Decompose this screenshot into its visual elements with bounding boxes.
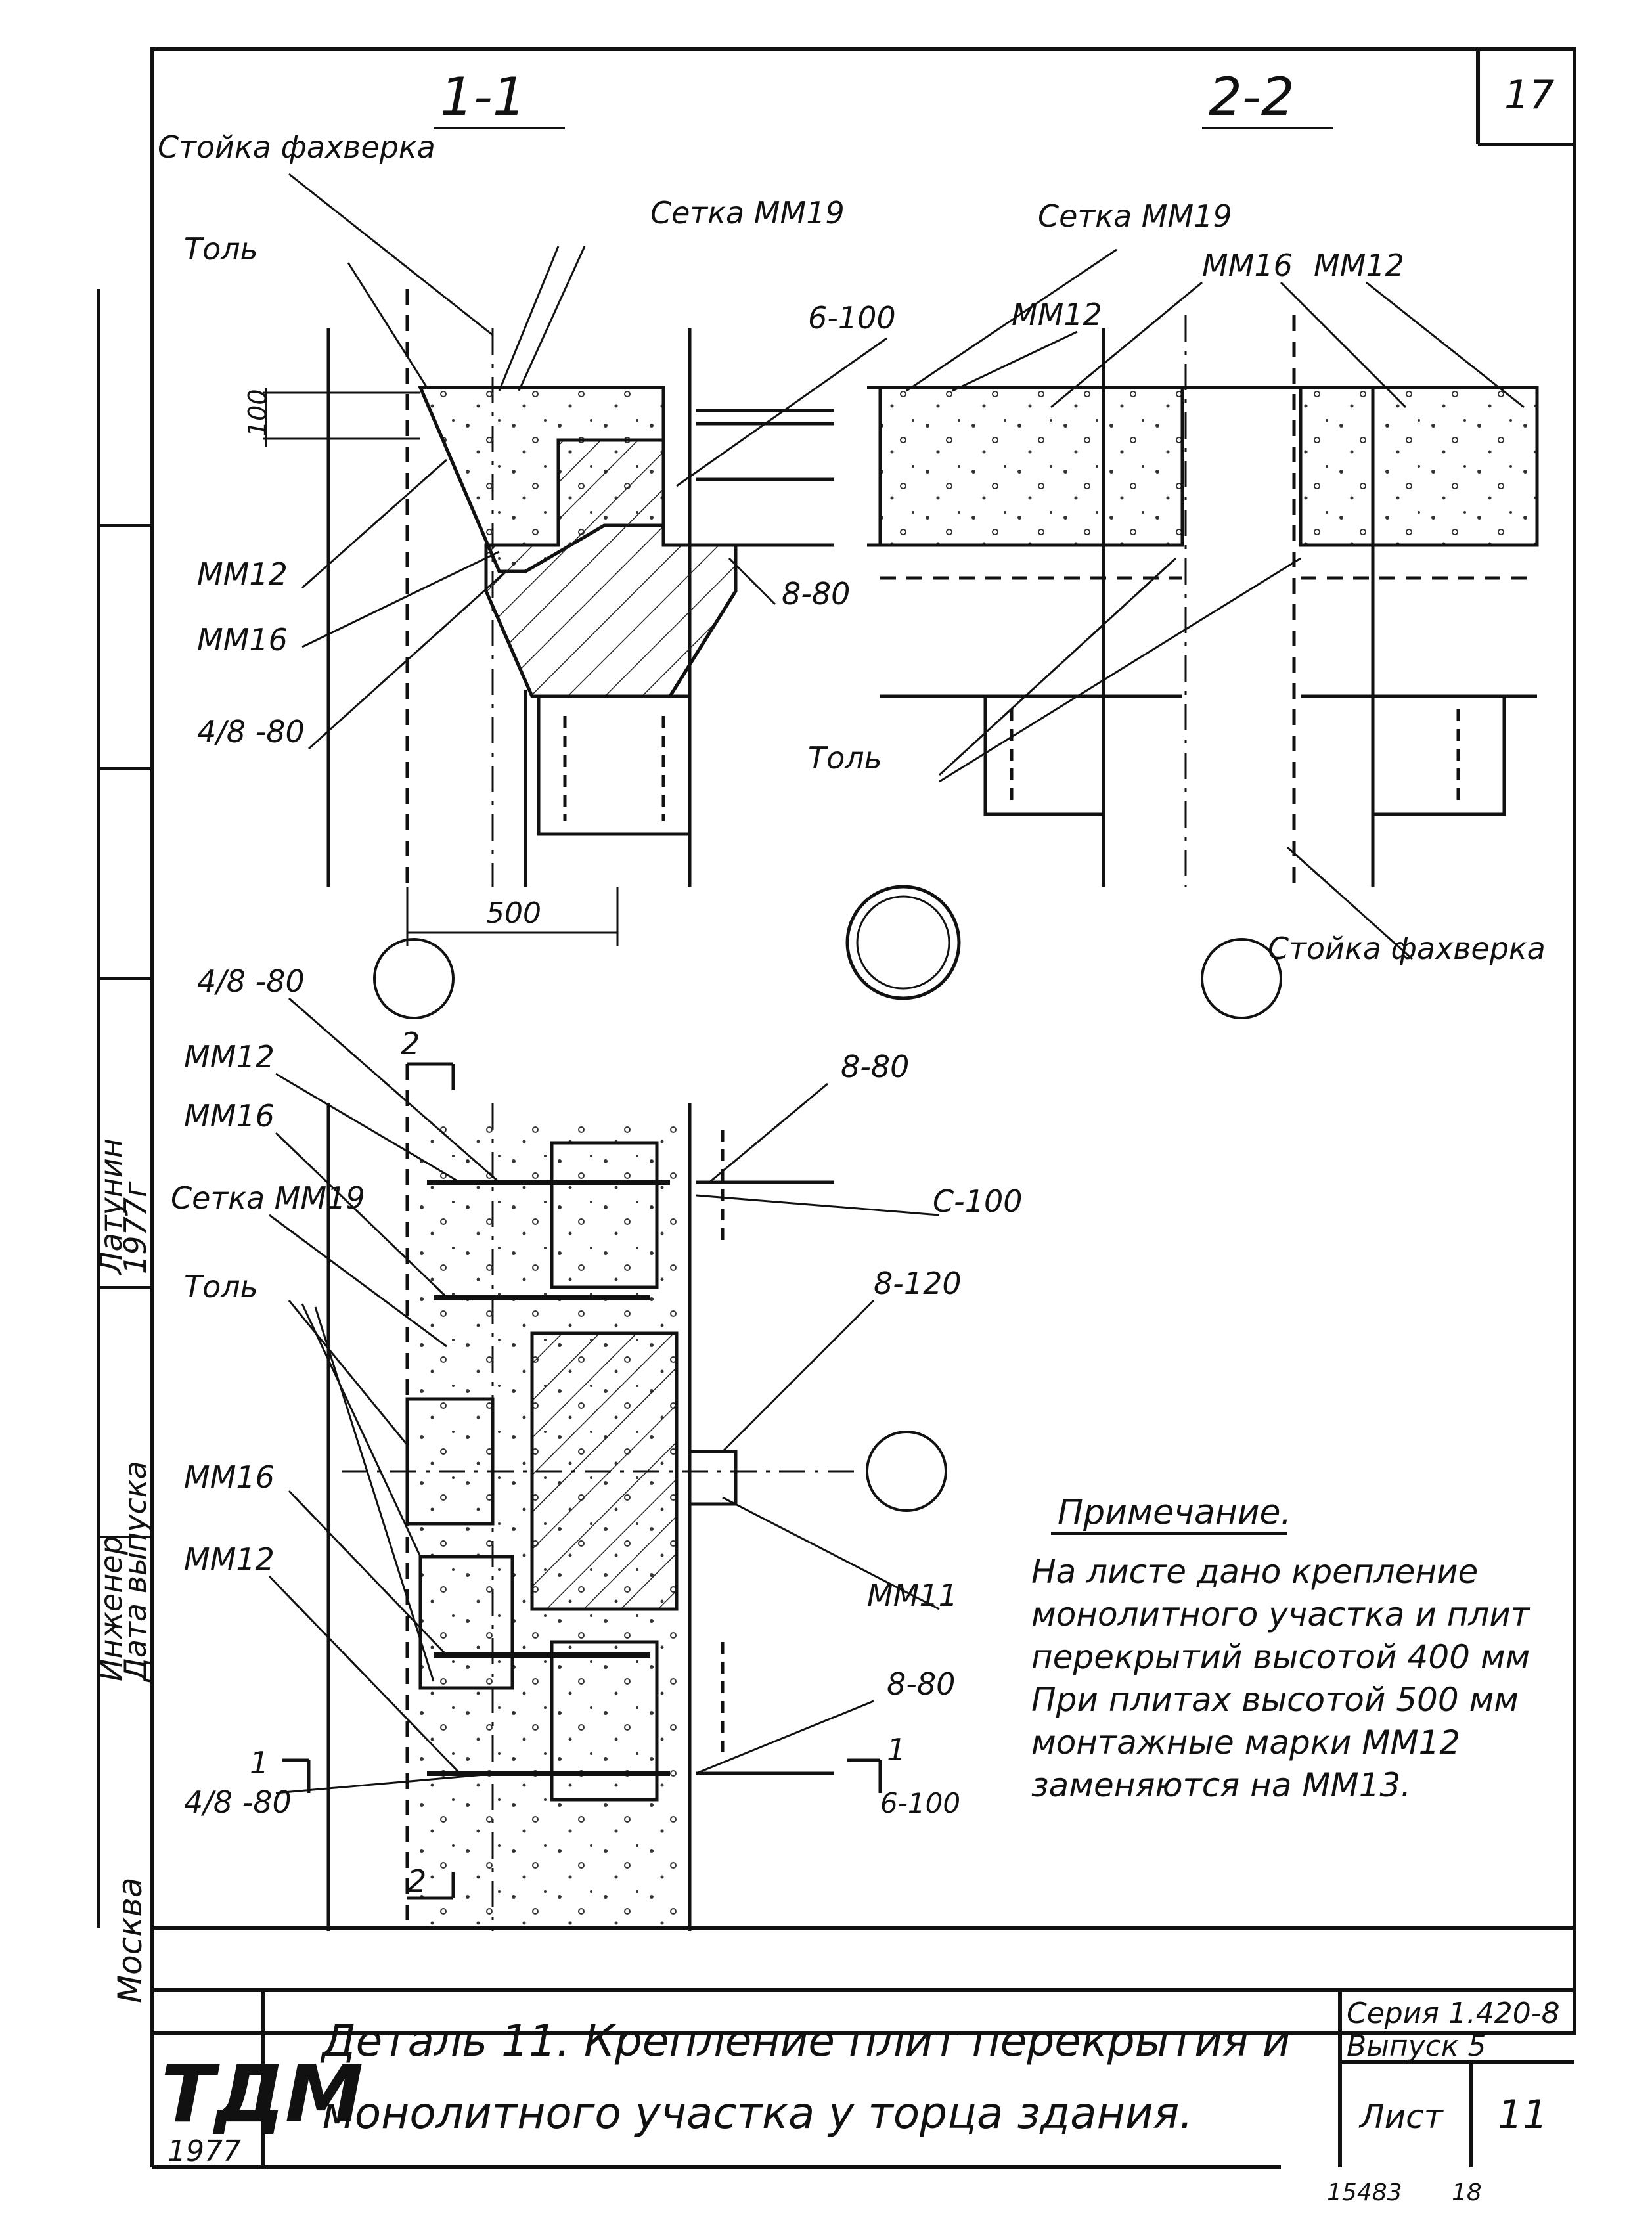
- label-b-8-80-plan1: 8-80: [841, 1049, 909, 1084]
- left-stamp: [97, 289, 152, 1928]
- label-b-6-100-plan: 6-100: [880, 1787, 960, 1819]
- stamp-engineer-role: Инженер: [93, 1536, 129, 1681]
- label-mm16-2: MM16: [1202, 248, 1293, 283]
- label-dim-100: 100: [243, 389, 272, 437]
- label-tol-plan: Толь: [184, 1269, 258, 1304]
- label-mm16-1: MM16: [197, 622, 288, 657]
- label-setka-mm19-2: Сетка MM19: [1038, 198, 1232, 234]
- label-mm12-2: MM12: [1012, 297, 1102, 332]
- label-setka-plan: Сетка MM19: [171, 1180, 365, 1216]
- title-line-2: монолитного участка у торца здания.: [322, 2088, 1193, 2139]
- label-mm11: MM11: [867, 1578, 958, 1613]
- stamp-engineer-name: Латунин: [93, 1138, 129, 1275]
- detail-number-bubble: [845, 885, 961, 1000]
- note-title: Примечание.: [1058, 1493, 1291, 1532]
- plan-view: [268, 997, 940, 1931]
- tdm-logo-year: 1977: [167, 2135, 241, 2168]
- label-tol-2: Толь: [808, 740, 882, 776]
- note-line-5: монтажные марки MM12: [1031, 1723, 1460, 1762]
- title-line-1: Деталь 11. Крепление плит перекрытия и: [320, 2016, 1291, 2066]
- label-b-6-100-top: 6-100: [808, 300, 896, 336]
- tdm-logo: ТДМ: [161, 2049, 363, 2140]
- label-cut-1-left: 1: [250, 1745, 269, 1781]
- label-b-8-120: 8-120: [874, 1266, 962, 1301]
- note-line-2: монолитного участка и плит: [1031, 1595, 1531, 1633]
- sheet-no: 11: [1498, 2092, 1548, 2138]
- label-frac-480-1: 4/8 -80: [197, 714, 305, 749]
- sheet-label: Лист: [1358, 2098, 1444, 2136]
- sheet-frame: [150, 47, 1576, 2169]
- label-frac-480-3: 4/8 -80: [184, 1785, 292, 1820]
- label-b-8-80-plan2: 8-80: [887, 1666, 955, 1702]
- label-c-100: C-100: [933, 1184, 1023, 1219]
- label-cut-2-top: 2: [401, 1026, 420, 1061]
- label-stoika-fakhverka-2: Стойка фахверка: [1268, 931, 1546, 966]
- section-2-2-title: 2-2: [1209, 66, 1295, 127]
- callout-circle-3: [866, 1431, 947, 1512]
- section-1-1-title: 1-1: [440, 66, 526, 127]
- label-mm12-plan2: MM12: [184, 1542, 275, 1577]
- label-mm16-plan2: MM16: [184, 1459, 275, 1495]
- note-line-3: перекрытий высотой 400 мм: [1031, 1638, 1530, 1676]
- footer-code: 15483: [1327, 2179, 1402, 2206]
- label-mm16-plan1: MM16: [184, 1098, 275, 1134]
- issue: Выпуск 5: [1347, 2029, 1486, 2063]
- label-setka-mm19-1: Сетка MM19: [650, 195, 845, 231]
- stamp-date-label: Дата выпуска: [118, 1461, 153, 1683]
- label-frac-480-2: 4/8 -80: [197, 964, 305, 999]
- footer-no: 18: [1452, 2179, 1482, 2206]
- section-2-2: [867, 248, 1539, 960]
- sheet-number-corner: 17: [1504, 72, 1554, 118]
- label-tol-1: Толь: [184, 231, 258, 267]
- label-dim-500: 500: [486, 897, 541, 930]
- note-line-1: На листе дано крепление: [1031, 1553, 1478, 1591]
- note-line-4: При плитах высотой 500 мм: [1031, 1681, 1519, 1719]
- stamp-year: 1977г: [118, 1181, 153, 1274]
- series: Серия 1.420-8: [1347, 1997, 1560, 2030]
- note-line-6: заменяются на MM13.: [1031, 1766, 1411, 1804]
- callout-circle-1: [373, 938, 455, 1019]
- label-cut-2-bottom: 2: [407, 1863, 426, 1899]
- label-mm12-1: MM12: [197, 556, 288, 592]
- label-stoika-fakhverka-1: Стойка фахверка: [158, 129, 435, 165]
- label-cut-1-right: 1: [887, 1732, 906, 1767]
- label-mm12-3: MM12: [1314, 248, 1404, 283]
- section-1-1: [263, 173, 887, 946]
- callout-circle-2: [1201, 938, 1282, 1019]
- stamp-org: Москва: [111, 1877, 149, 2003]
- label-b-8-80-1: 8-80: [782, 576, 850, 611]
- label-mm12-plan1: MM12: [184, 1039, 275, 1075]
